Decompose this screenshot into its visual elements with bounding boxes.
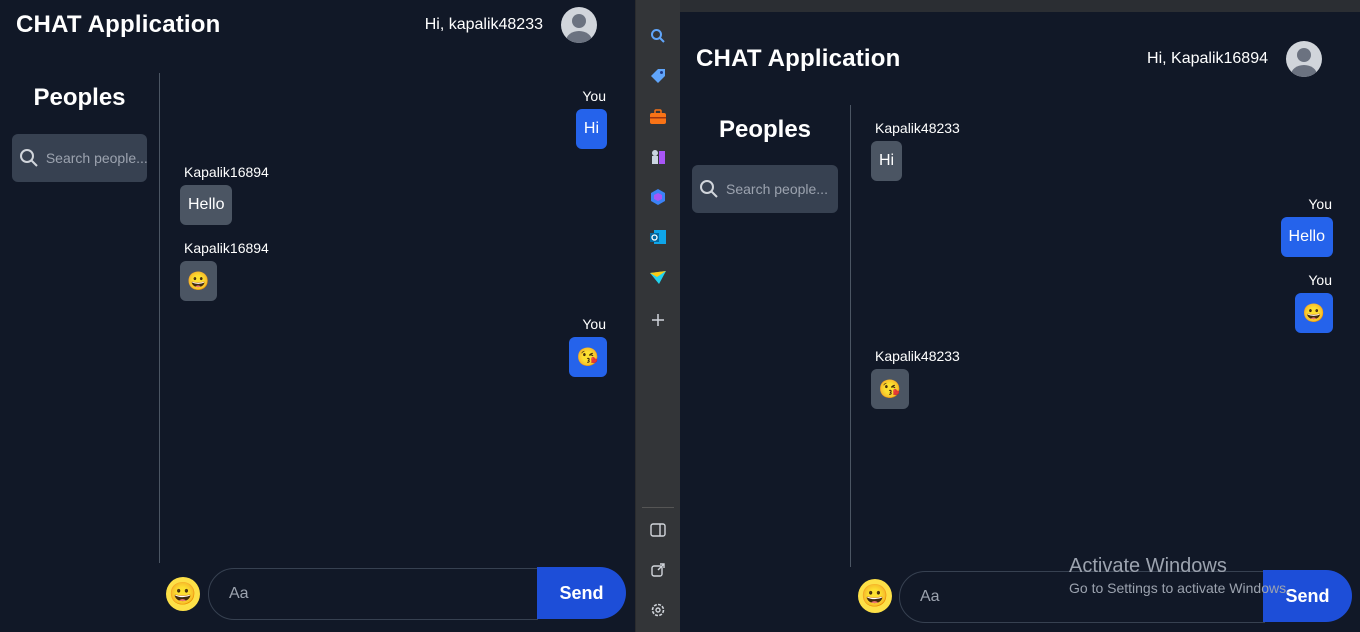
panel-divider	[159, 73, 160, 563]
message-sender: You	[1308, 272, 1332, 288]
browser-sidebar	[635, 0, 680, 632]
left-chat-window: CHAT Application Hi, kapalik48233 People…	[0, 0, 635, 632]
send-button[interactable]: Send	[537, 567, 626, 619]
search-placeholder: Search people...	[45, 150, 147, 166]
message-bubble: Hello	[1280, 217, 1333, 257]
avatar[interactable]	[1286, 41, 1322, 77]
chess-icon[interactable]	[646, 145, 670, 169]
message-bubble: 😀	[1295, 293, 1333, 333]
message-sender: Kapalik48233	[875, 348, 960, 364]
add-icon[interactable]	[646, 308, 670, 332]
briefcase-icon[interactable]	[646, 105, 670, 129]
message-bubble: 😀	[180, 261, 217, 301]
user-info: Hi, Kapalik16894	[1147, 41, 1322, 77]
copilot-icon[interactable]	[646, 185, 670, 209]
browser-tab-strip	[680, 0, 1360, 12]
search-people-field[interactable]: Search people...	[12, 134, 147, 182]
message-bubble: Hi	[575, 109, 607, 149]
send-button[interactable]: Send	[1263, 570, 1352, 622]
avatar[interactable]	[561, 7, 597, 43]
search-icon	[698, 178, 720, 200]
emoji-picker-button[interactable]: 😀	[166, 577, 200, 611]
peoples-title: Peoples	[718, 116, 812, 143]
search-icon[interactable]	[646, 24, 670, 48]
settings-icon[interactable]	[646, 598, 670, 622]
activate-windows-watermark: Activate Windows Go to Settings to activ…	[1069, 555, 1290, 596]
message-bubble: 😘	[871, 369, 909, 409]
emoji-picker-button[interactable]: 😀	[858, 579, 892, 613]
outlook-icon[interactable]	[646, 225, 670, 249]
split-view-icon[interactable]	[646, 518, 670, 542]
app-title: CHAT Application	[696, 45, 901, 72]
user-info: Hi, kapalik48233	[425, 7, 597, 43]
greeting-text: Hi, Kapalik16894	[1147, 50, 1268, 67]
watermark-title: Activate Windows	[1069, 555, 1227, 577]
watermark-subtitle: Go to Settings to activate Windows.	[1069, 580, 1290, 596]
peoples-title: Peoples	[33, 84, 126, 111]
sidebar-divider	[642, 507, 674, 508]
message-bubble: Hello	[180, 185, 233, 225]
header: CHAT Application Hi, kapalik48233	[16, 6, 597, 44]
app-title: CHAT Application	[16, 11, 221, 38]
external-link-icon[interactable]	[646, 558, 670, 582]
message-sender: You	[582, 316, 606, 332]
greeting-text: Hi, kapalik48233	[424, 16, 543, 33]
message-input[interactable]: Aa	[208, 568, 538, 620]
message-bubble: 😘	[569, 337, 607, 377]
search-people-field[interactable]: Search people...	[692, 165, 838, 213]
message-input[interactable]: Aa	[899, 571, 1265, 623]
tag-icon[interactable]	[646, 64, 670, 88]
search-placeholder: Search people...	[726, 181, 828, 197]
message-sender: You	[582, 88, 606, 104]
message-bubble: Hi	[871, 141, 903, 181]
header: CHAT Application Hi, Kapalik16894	[696, 39, 1322, 79]
right-chat-window: CHAT Application Hi, Kapalik16894 People…	[680, 0, 1360, 632]
message-sender: Kapalik48233	[875, 120, 960, 136]
search-icon	[18, 147, 40, 169]
message-sender: Kapalik16894	[184, 240, 269, 256]
message-sender: You	[1308, 196, 1332, 212]
panel-divider	[850, 105, 851, 567]
message-sender: Kapalik16894	[184, 164, 269, 180]
send-icon[interactable]	[646, 265, 670, 289]
